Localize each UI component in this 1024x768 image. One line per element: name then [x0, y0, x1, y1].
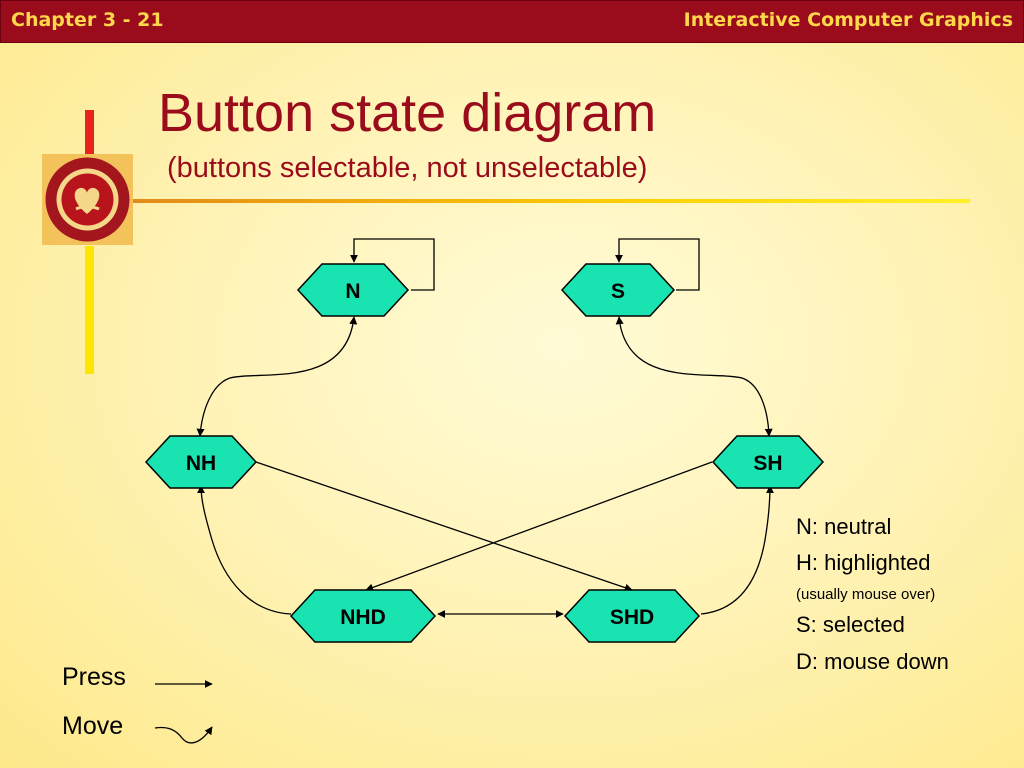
- node-sh: SH: [711, 435, 825, 489]
- node-nhd: NHD: [289, 589, 437, 643]
- node-s-label: S: [611, 280, 625, 303]
- edge-s-self: [615, 238, 700, 291]
- title-underline: [132, 199, 970, 203]
- node-s: S: [560, 263, 676, 317]
- legend-highlighted-note: (usually mouse over): [796, 586, 936, 603]
- chapter-label: Chapter 3 - 21: [11, 9, 164, 31]
- node-nh-label: NH: [186, 452, 216, 475]
- node-n-label: N: [345, 280, 360, 303]
- course-title: Interactive Computer Graphics: [683, 9, 1013, 31]
- page-title: Button state diagram: [158, 83, 657, 143]
- edge-n-nh: [196, 316, 358, 437]
- node-n: N: [296, 263, 410, 317]
- legend-neutral: N: neutral: [796, 514, 892, 539]
- decor-bar-red: [85, 110, 94, 155]
- node-shd: SHD: [563, 589, 701, 643]
- node-nhd-label: NHD: [340, 606, 386, 629]
- legend-mouse-down: D: mouse down: [796, 649, 949, 674]
- edge-s-sh: [615, 316, 773, 437]
- decor-bar-yellow: [85, 246, 94, 374]
- key-move-label: Move: [62, 712, 124, 740]
- edge-sh-nhd: [365, 461, 713, 592]
- key-press-label: Press: [62, 663, 126, 691]
- move-arrow: [154, 726, 213, 744]
- edge-nhd-nh: [197, 485, 292, 615]
- node-sh-label: SH: [753, 452, 782, 475]
- seal-icon: [45, 157, 130, 242]
- seal-logo: [42, 154, 133, 245]
- legend-highlighted: H: highlighted: [796, 550, 931, 575]
- legend-selected: S: selected: [796, 612, 905, 637]
- page-subtitle: (buttons selectable, not unselectable): [167, 152, 648, 184]
- header-bar: Chapter 3 - 21 Interactive Computer Grap…: [0, 0, 1024, 43]
- edge-shd-sh: [700, 485, 774, 615]
- edge-n-self: [350, 238, 435, 291]
- node-shd-label: SHD: [610, 606, 654, 629]
- node-nh: NH: [144, 435, 258, 489]
- edge-nh-shd: [255, 461, 633, 592]
